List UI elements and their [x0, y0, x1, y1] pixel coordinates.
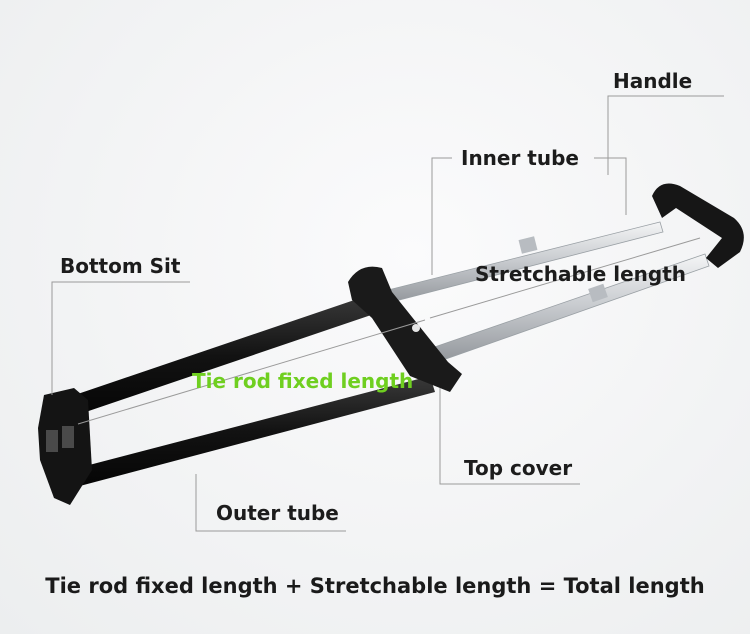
- outer-tube-label: Outer tube: [216, 501, 339, 525]
- handle-callout-line: [607, 95, 724, 175]
- bottom-sit-slot-2: [62, 426, 74, 448]
- outer-tube-lower: [70, 376, 435, 487]
- inner-tube-callout-line-left: [431, 157, 452, 275]
- top-cover-hole: [412, 324, 420, 332]
- handle-grip: [652, 183, 744, 268]
- stretchable-length-label: Stretchable length: [475, 262, 687, 286]
- bottom-sit-slot-1: [46, 430, 58, 452]
- callout-lines: [51, 95, 724, 532]
- top-cover-body: [348, 266, 462, 392]
- top-cover-callout-line: [439, 388, 580, 485]
- bottom-sit-label: Bottom Sit: [60, 254, 181, 278]
- inner-tube-label: Inner tube: [461, 146, 579, 170]
- outer-tube-upper: [60, 294, 380, 418]
- inner-tube-callout-line: [594, 157, 627, 215]
- inner-tube-joint-upper: [518, 236, 538, 254]
- bottom-sit-callout-line: [51, 281, 190, 395]
- top-cover-label: Top cover: [464, 456, 573, 480]
- tie-rod-fixed-length-label: Tie rod fixed length: [192, 369, 414, 393]
- tie-rod-measure-line: [77, 319, 426, 425]
- inner-tube-joint-lower: [588, 283, 608, 303]
- stretchable-measure-line: [429, 237, 701, 319]
- outer-tube-callout-line: [195, 474, 346, 532]
- handle-label: Handle: [613, 69, 693, 93]
- total-length-formula: Tie rod fixed length + Stretchable lengt…: [45, 574, 705, 598]
